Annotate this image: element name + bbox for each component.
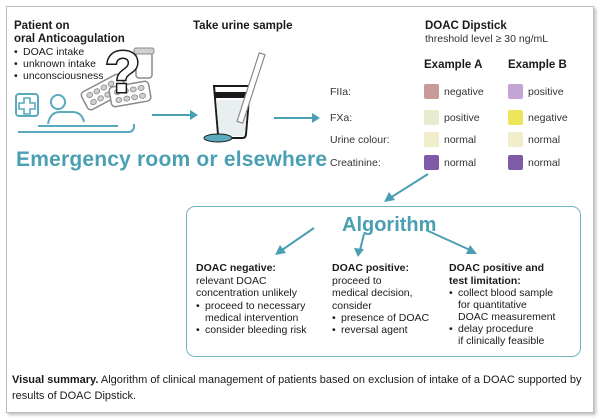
dipstick-pad-a [424, 110, 439, 125]
arrow-urine-to-dipstick [274, 113, 320, 123]
dipstick-result-a: negative [444, 86, 484, 98]
dipstick-pad-a [424, 132, 439, 147]
dipstick-result-b: normal [528, 134, 561, 146]
doac-negative-title: DOAC negative: [196, 262, 276, 274]
patient-illustration: ? [15, 44, 155, 133]
svg-text:?: ? [105, 44, 140, 105]
urine-cup-illustration [203, 52, 266, 143]
dipstick-result-a: normal [444, 157, 477, 169]
pill-bottle-icon [133, 47, 155, 79]
doac-limitation-column: DOAC positive and test limitation: colle… [449, 262, 575, 347]
patient-title: Patient on oral Anticoagulation [14, 20, 125, 46]
dipstick-result-b: positive [528, 86, 564, 98]
patient-title-line2: oral Anticoagulation [14, 33, 125, 45]
arrow-to-limitation [425, 229, 477, 254]
dipstick-pad-b [508, 110, 523, 125]
doac-positive-column: DOAC positive: proceed to medical decisi… [332, 262, 442, 336]
dipstick-icon [236, 52, 266, 124]
patient-bullets: DOAC intake unknown intake unconsciousne… [14, 46, 104, 82]
arrow-to-negative [275, 227, 315, 255]
dipstick-result-a: positive [444, 112, 480, 124]
question-mark-icon: ? [104, 44, 142, 107]
dipstick-pad-b [508, 132, 523, 147]
doac-positive-bullet: presence of DOAC [332, 312, 442, 324]
arrow-patient-to-urine [152, 110, 198, 120]
example-a-header: Example A [424, 59, 483, 71]
doac-positive-intro-line: medical decision, [332, 287, 413, 299]
dipstick-title: DOAC Dipstick [425, 20, 507, 32]
dipstick-row-label: Creatinine: [330, 157, 381, 169]
caption-bold: Visual summary. [12, 374, 99, 386]
algorithm-arrows [275, 227, 477, 257]
doac-limitation-title-line2: test limitation: [449, 274, 521, 287]
dipstick-pad-a [424, 84, 439, 99]
pill-blister-icon [80, 73, 152, 111]
patient-title-line1: Patient on [14, 20, 70, 32]
figure-caption: Visual summary. Algorithm of clinical ma… [12, 372, 584, 404]
doac-positive-bullet: reversal agent [332, 324, 442, 336]
caption-text: Algorithm of clinical management of pati… [12, 374, 582, 402]
example-b-header: Example B [508, 59, 567, 71]
dipstick-row-label: Urine colour: [330, 134, 390, 146]
dipstick-result-a: normal [444, 134, 477, 146]
doac-limitation-title-line1: DOAC positive and [449, 262, 545, 274]
patient-bullet: unknown intake [14, 58, 104, 70]
algorithm-title: Algorithm [342, 214, 437, 236]
person-lying-icon [18, 94, 135, 133]
medical-cross-icon [15, 93, 39, 117]
urine-title: Take urine sample [193, 20, 293, 32]
patient-bullet: DOAC intake [14, 46, 104, 58]
er-title: Emergency room or elsewhere [16, 148, 328, 171]
doac-negative-column: DOAC negative: relevant DOAC concentrati… [196, 262, 324, 336]
dipstick-row-label: FIIa: [330, 86, 352, 98]
doac-positive-intro-line: proceed to [332, 274, 382, 287]
dipstick-pad-b [508, 84, 523, 99]
arrow-to-positive [354, 233, 365, 257]
lid-icon [203, 133, 233, 143]
doac-positive-title: DOAC positive: [332, 262, 410, 274]
urine-cup-icon [212, 85, 252, 139]
dipstick-pad-b [508, 155, 523, 170]
dipstick-row-label: FXa: [330, 112, 353, 124]
arrow-dipstick-to-algorithm [384, 173, 429, 202]
doac-negative-bullet: consider bleeding risk [196, 324, 324, 336]
dipstick-pad-a [424, 155, 439, 170]
dipstick-result-b: normal [528, 157, 561, 169]
doac-negative-intro-line: relevant DOAC [196, 274, 267, 287]
doac-negative-intro-line: concentration unlikely [196, 287, 297, 299]
dipstick-subtitle: threshold level ≥ 30 ng/mL [425, 33, 549, 45]
doac-positive-intro-line: consider [332, 299, 372, 312]
patient-bullet: unconsciousness [14, 70, 104, 82]
dipstick-result-b: negative [528, 112, 568, 124]
